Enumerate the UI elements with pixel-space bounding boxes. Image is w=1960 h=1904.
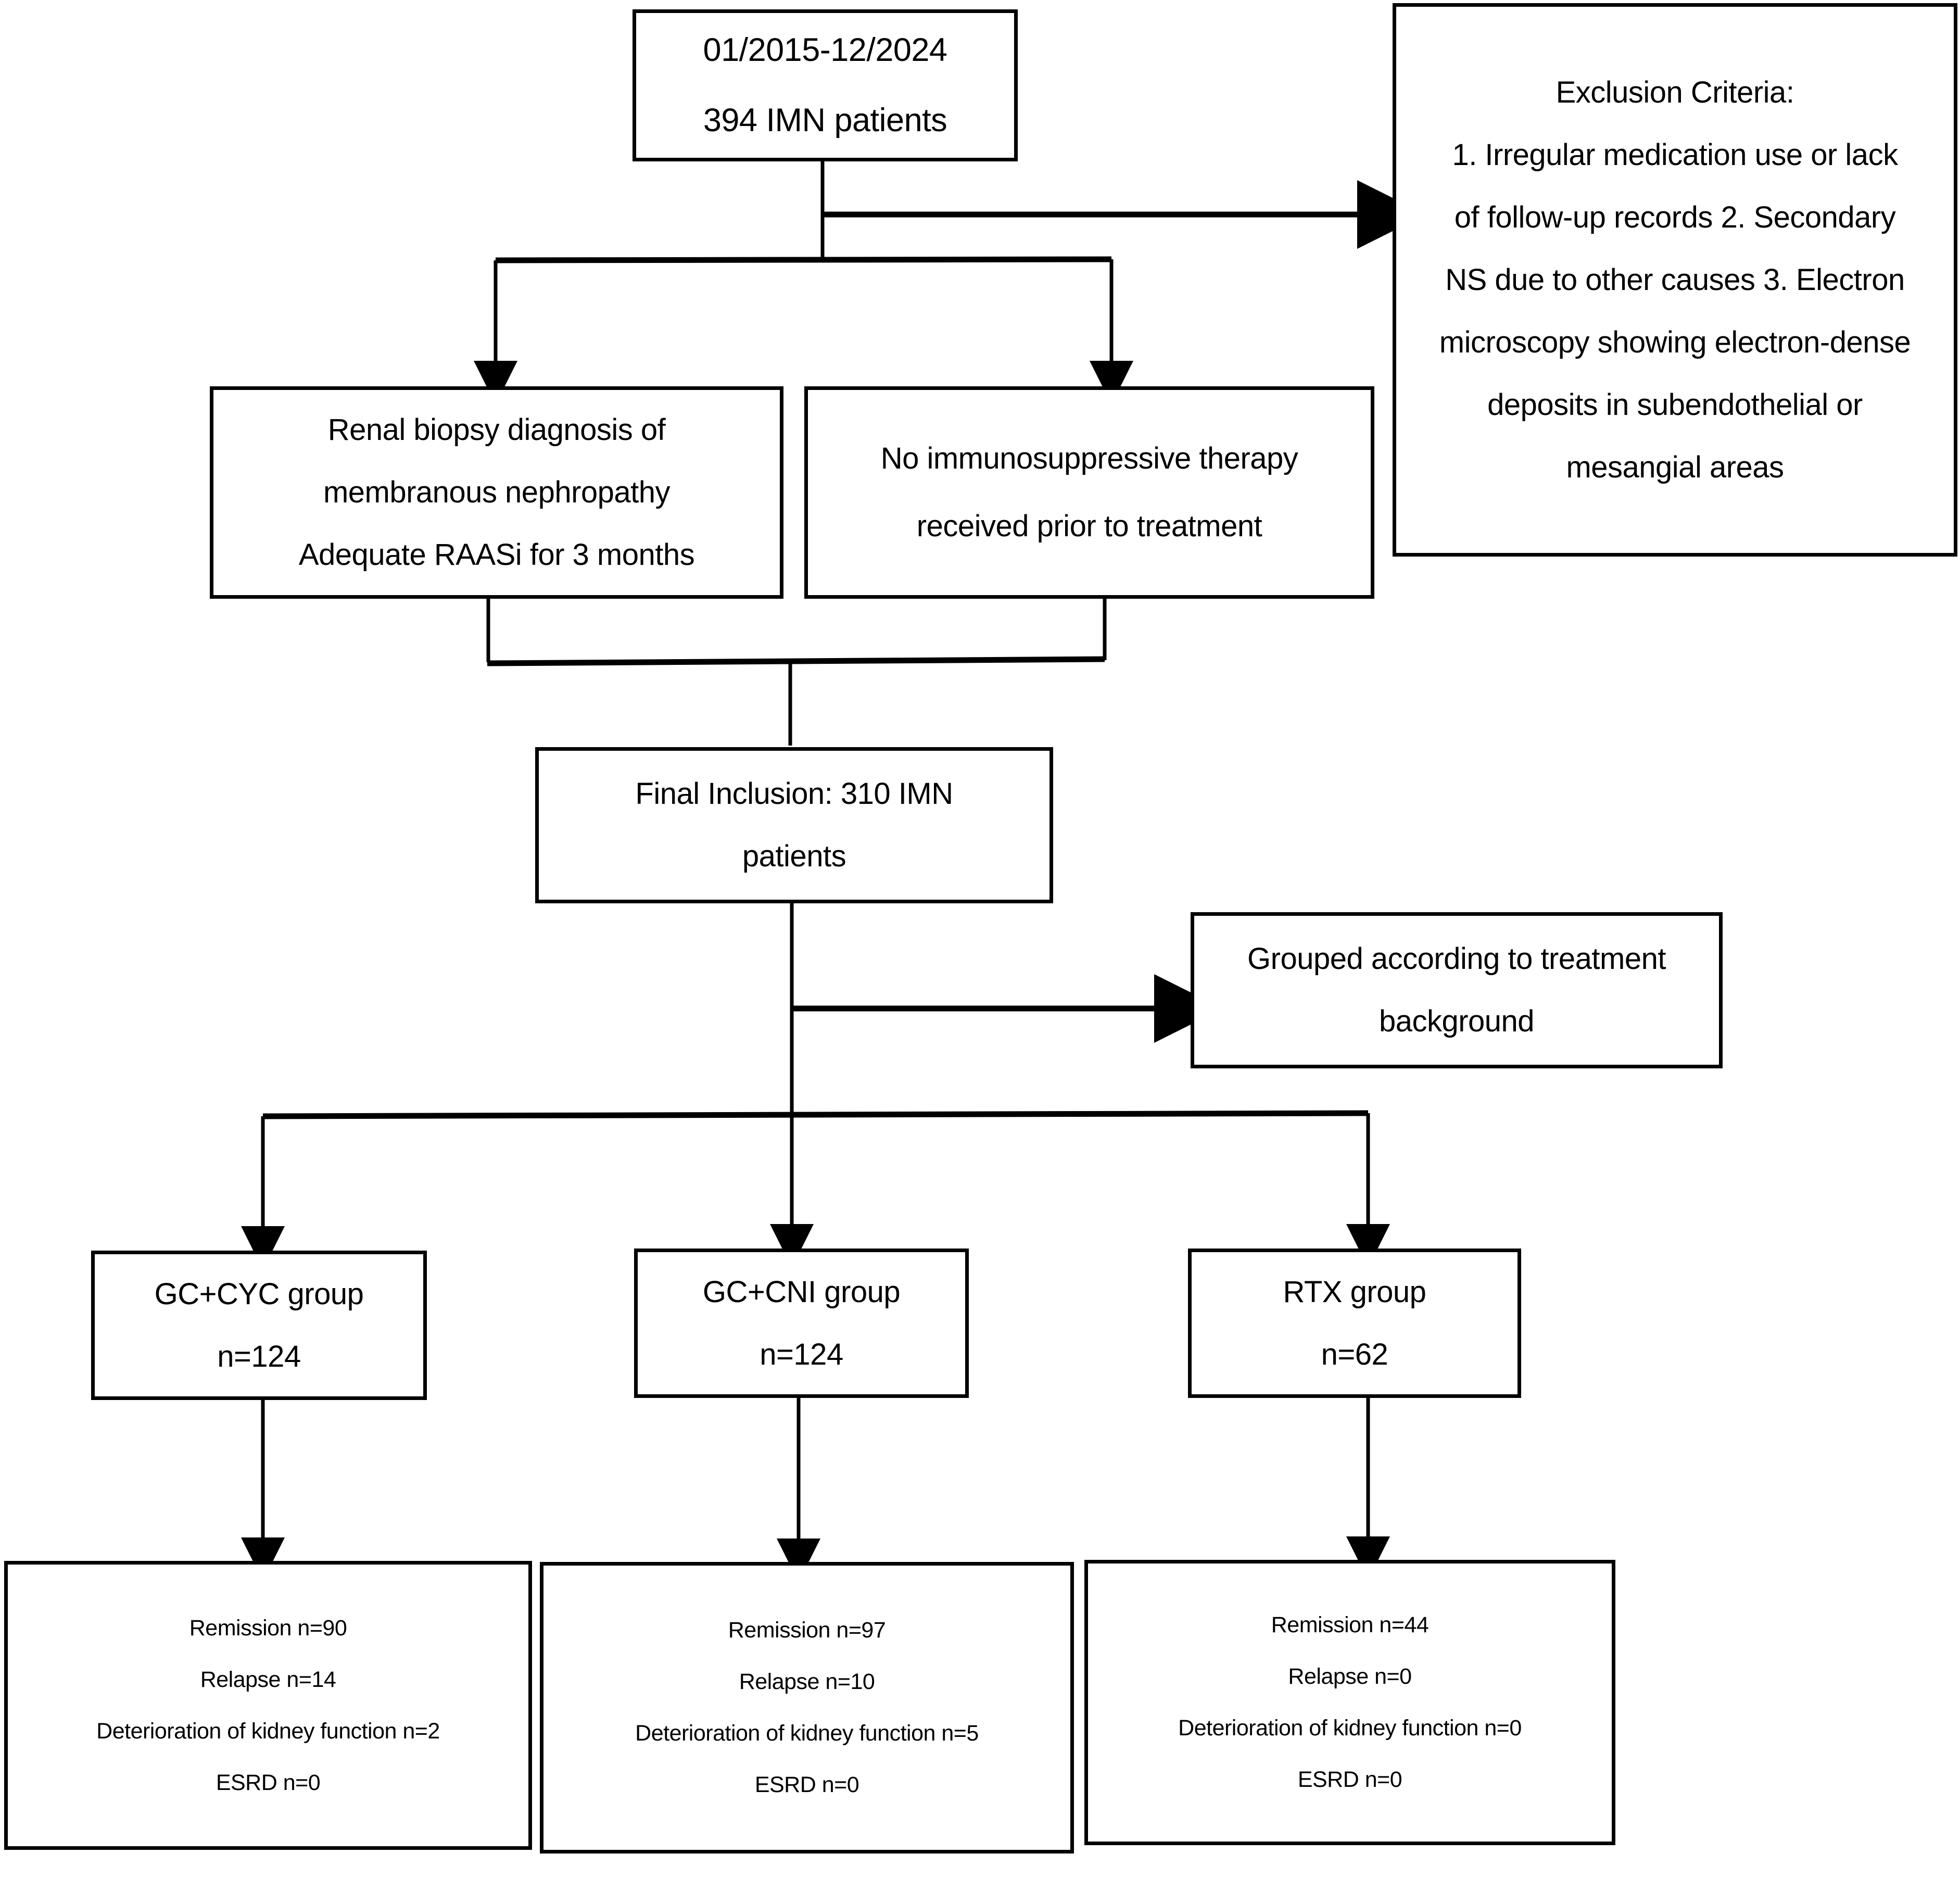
gccni-title: GC+CNI group	[702, 1275, 901, 1309]
biopsy-line-3: Adequate RAASi for 3 months	[298, 538, 695, 572]
out2-kidney-deterioration: Deterioration of kidney function n=5	[635, 1721, 979, 1746]
biopsy-line-2: membranous nephropathy	[323, 475, 671, 509]
connector-split-bus	[495, 256, 1112, 263]
grouping-line-2: background	[1379, 1004, 1535, 1038]
outcomes-rtx-box: Remission n=44 Relapse n=0 Deterioration…	[1084, 1560, 1615, 1845]
gccyc-title: GC+CYC group	[154, 1277, 364, 1311]
out2-relapse: Relapse n=10	[739, 1669, 875, 1694]
gccni-n: n=124	[760, 1337, 843, 1371]
exclusion-line-6: mesangial areas	[1566, 450, 1784, 484]
connector-group-bus	[262, 1110, 1369, 1119]
out3-remission: Remission n=44	[1271, 1612, 1429, 1637]
exclusion-heading: Exclusion Criteria:	[1556, 75, 1794, 109]
gccyc-n: n=124	[217, 1339, 301, 1373]
final-inclusion-line-1: Final Inclusion: 310 IMN	[635, 777, 953, 811]
out1-kidney-deterioration: Deterioration of kidney function n=2	[96, 1718, 440, 1744]
rtx-title: RTX group	[1283, 1275, 1426, 1309]
screened-count-label: 394 IMN patients	[703, 102, 947, 138]
out1-relapse: Relapse n=14	[200, 1667, 336, 1692]
final-inclusion-box: Final Inclusion: 310 IMN patients	[535, 747, 1053, 903]
group-gc-cyc-box: GC+CYC group n=124	[91, 1251, 427, 1400]
out3-esrd: ESRD n=0	[1297, 1767, 1402, 1792]
exclusion-line-1: 1. Irregular medication use or lack	[1452, 137, 1898, 172]
biopsy-line-1: Renal biopsy diagnosis of	[327, 413, 666, 447]
out2-remission: Remission n=97	[728, 1618, 886, 1643]
noimmuno-line-2: received prior to treatment	[916, 509, 1262, 543]
noimmuno-line-1: No immunosuppressive therapy	[880, 442, 1298, 475]
study-period-and-cohort-box: 01/2015-12/2024 394 IMN patients	[633, 9, 1018, 161]
grouping-line-1: Grouped according to treatment	[1247, 942, 1666, 976]
outcomes-gc-cyc-box: Remission n=90 Relapse n=14 Deterioratio…	[4, 1561, 532, 1850]
out1-remission: Remission n=90	[189, 1615, 347, 1641]
renal-biopsy-criteria-box: Renal biopsy diagnosis of membranous nep…	[210, 386, 783, 599]
grouping-rule-box: Grouped according to treatment backgroun…	[1191, 912, 1723, 1068]
exclusion-line-3: NS due to other causes 3. Electron	[1445, 262, 1905, 297]
group-gc-cni-box: GC+CNI group n=124	[634, 1249, 969, 1398]
out3-kidney-deterioration: Deterioration of kidney function n=0	[1178, 1716, 1522, 1741]
out1-esrd: ESRD n=0	[216, 1770, 321, 1795]
exclusion-line-2: of follow-up records 2. Secondary	[1454, 200, 1896, 234]
connector-merge-bus	[487, 656, 1105, 666]
exclusion-line-5: deposits in subendothelial or	[1487, 387, 1863, 422]
exclusion-criteria-box: Exclusion Criteria: 1. Irregular medicat…	[1393, 3, 1957, 557]
final-inclusion-line-2: patients	[742, 839, 846, 873]
group-rtx-box: RTX group n=62	[1188, 1249, 1521, 1398]
out2-esrd: ESRD n=0	[754, 1772, 859, 1797]
no-prior-immunosuppression-box: No immunosuppressive therapy received pr…	[804, 386, 1374, 599]
study-period-label: 01/2015-12/2024	[703, 32, 947, 68]
out3-relapse: Relapse n=0	[1288, 1664, 1412, 1689]
rtx-n: n=62	[1321, 1337, 1388, 1371]
exclusion-line-4: microscopy showing electron-dense	[1439, 325, 1911, 359]
outcomes-gc-cni-box: Remission n=97 Relapse n=10 Deterioratio…	[540, 1562, 1074, 1853]
